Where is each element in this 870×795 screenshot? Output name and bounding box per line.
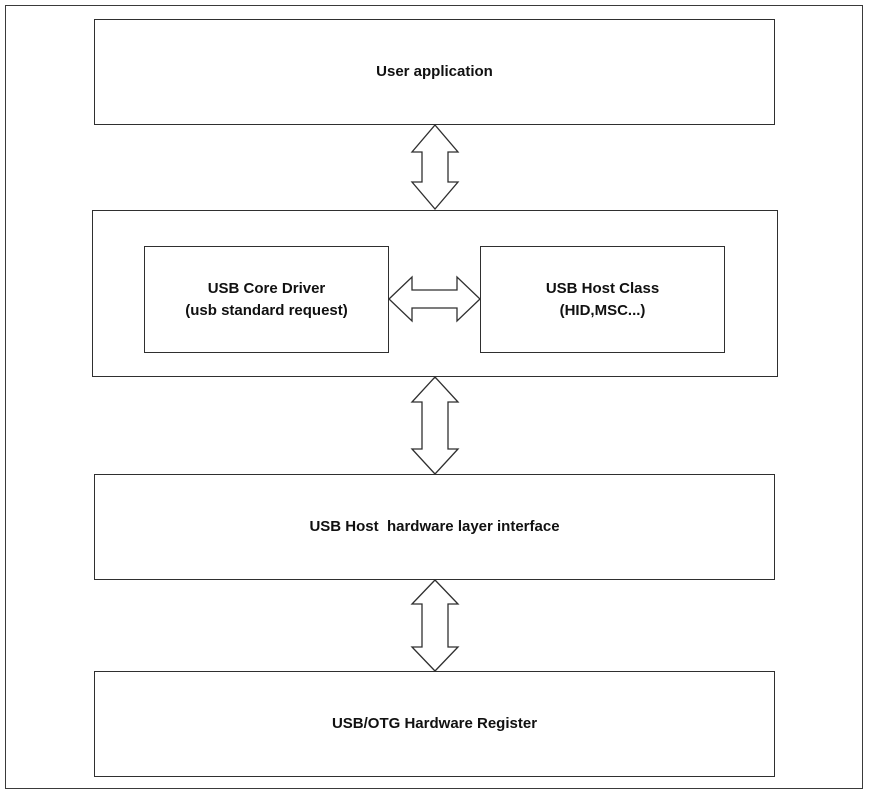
user-application-box: User application [94,19,775,125]
diagram-frame [5,5,863,789]
usb-host-class-box: USB Host Class (HID,MSC...) [480,246,725,353]
usb-hw-interface-box: USB Host hardware layer interface [94,474,775,580]
usb-host-class-subtitle: (HID,MSC...) [559,301,646,319]
bidirectional-arrow-vertical-1 [410,123,460,211]
user-application-label: User application [376,63,493,80]
bidirectional-arrow-horizontal [388,275,481,323]
usb-core-driver-box: USB Core Driver (usb standard request) [144,246,389,353]
usb-hw-register-label: USB/OTG Hardware Register [331,715,538,732]
bidirectional-arrow-vertical-2 [410,376,460,475]
bidirectional-arrow-vertical-3 [410,579,460,672]
usb-host-class-title: USB Host Class [545,279,660,297]
usb-hw-interface-label: USB Host hardware layer interface [309,518,560,535]
usb-hw-register-box: USB/OTG Hardware Register [94,671,775,777]
usb-core-driver-subtitle: (usb standard request) [185,301,348,319]
usb-core-driver-title: USB Core Driver [207,279,326,297]
